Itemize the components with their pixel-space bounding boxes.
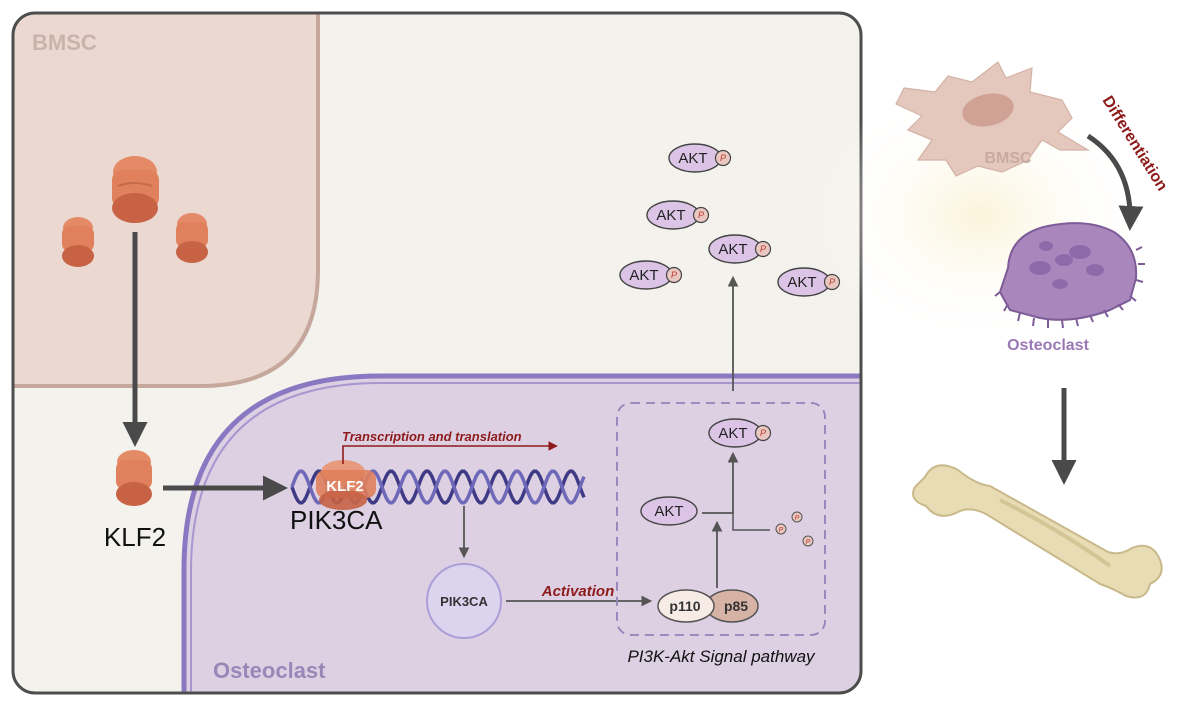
p110-label: p110	[669, 598, 700, 614]
akt-p-5-phospho: P	[829, 277, 835, 287]
free-phosphate-2-label: P	[795, 515, 800, 522]
akt-p-4-label: AKT	[629, 267, 658, 284]
osteoclast-side-label: Osteoclast	[1007, 337, 1089, 354]
free-phosphate-3	[802, 535, 814, 547]
akt-p-1-label: AKT	[678, 150, 707, 167]
osteoclast-cell-region	[181, 373, 861, 693]
akt-p-4-phospho: P	[671, 270, 677, 280]
akt-unphosphorylated	[640, 496, 698, 526]
klf2-protein-large	[112, 156, 159, 223]
free-phosphate-3-label: P	[806, 539, 811, 546]
pik3ca-protein-label: PIK3CA	[440, 594, 488, 609]
akt-p-6-label: AKT	[718, 425, 747, 442]
free-phosphate-1	[775, 523, 787, 535]
klf2-protein-left	[62, 217, 94, 267]
klf2-bound-label: KLF2	[326, 478, 364, 495]
osteoclast-membrane-inner	[190, 382, 861, 693]
osteoclast-region-label: Osteoclast	[213, 658, 326, 683]
pathway-label: PI3K-Akt Signal pathway	[627, 647, 816, 666]
akt-p-4	[619, 260, 683, 290]
p85-label: p85	[724, 598, 748, 614]
akt-p-1	[668, 143, 732, 173]
bmsc-cell-illustration	[895, 61, 1091, 177]
transcription-arrow	[342, 441, 558, 464]
akt-p-1-phospho: P	[720, 153, 726, 163]
klf2-label: KLF2	[104, 522, 166, 552]
akt-p-3-label: AKT	[718, 241, 747, 258]
akt-p-2-label: AKT	[656, 207, 685, 224]
akt-p-5-label: AKT	[787, 274, 816, 291]
akt-unphosphorylated-label: AKT	[654, 503, 683, 520]
bmsc-nucleus	[962, 93, 1014, 127]
klf2-protein-secreted	[116, 450, 152, 506]
pi3k-complex	[657, 589, 759, 623]
bmsc-region-label: BMSC	[32, 30, 97, 55]
pik3ca-protein	[426, 563, 502, 639]
akt-p-3	[708, 234, 772, 264]
free-phosphate-1-label: P	[779, 527, 784, 534]
main-panel: BMSC Osteoclast	[11, 11, 863, 695]
transcription-label: Transcription and translation	[342, 429, 522, 444]
klf2-bound-protein	[316, 460, 376, 510]
free-phosphate-2	[791, 511, 803, 523]
differentiation-arrow	[1086, 133, 1144, 231]
bmsc-side-label: BMSC	[984, 150, 1032, 167]
p110-subunit	[657, 589, 715, 623]
akt-p-3-phospho: P	[760, 244, 766, 254]
activation-label: Activation	[541, 583, 615, 600]
akt-p-6-phospho: P	[760, 428, 766, 438]
panel-border	[11, 11, 863, 695]
akt-p-2	[646, 200, 710, 230]
osteoclast-cell-illustration	[994, 222, 1145, 329]
klf2-protein-right	[176, 213, 208, 263]
akt-p-6	[708, 418, 772, 448]
pathway-box	[616, 402, 826, 636]
phosphate-branch-line	[732, 513, 770, 531]
akt-p-2-phospho: P	[698, 210, 704, 220]
bone-illustration	[912, 464, 1163, 599]
pik3ca-gene-label: PIK3CA	[290, 505, 383, 535]
